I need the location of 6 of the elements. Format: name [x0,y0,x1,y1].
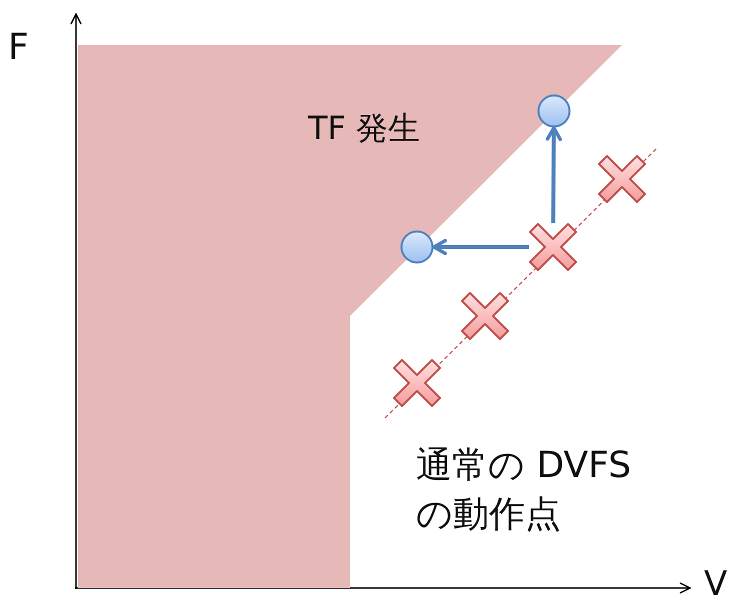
arrow [432,238,529,256]
note-text: 通常の DVFS の動作点 [416,444,632,537]
region-label: TF 発生 [308,108,420,149]
axis-label: V [704,563,728,606]
axis-label: F [8,26,29,70]
arrow [546,126,562,224]
